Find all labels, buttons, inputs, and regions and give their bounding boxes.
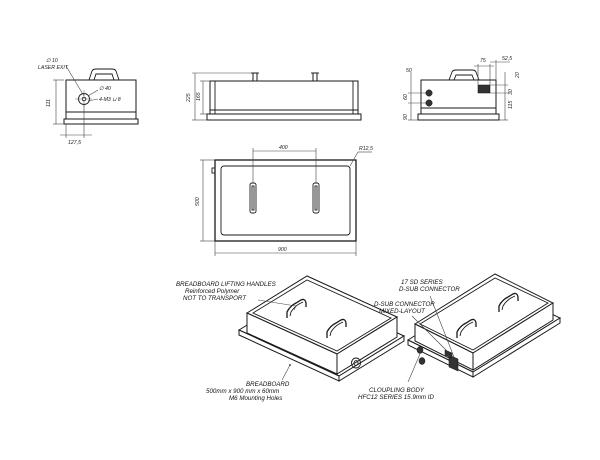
dim-52-5: 52,5 [502,56,512,62]
front-view-base [63,118,139,125]
front-view: ∅ 10 LASER EXIT ∅ 40 4-M3 ⊔ 8 111 127,5 [38,58,139,146]
top-view-cover [220,165,351,236]
top-view: 400 R12,5 500 900 [195,145,373,256]
coupling-port-lower [425,99,433,107]
top-handle-right [312,182,320,214]
top-laser-exit [211,167,216,174]
callout-coupling-body: CLOUPLING BODY HFC12 SERIES 15.9mm ID [358,387,435,401]
top-view-outline [214,159,357,242]
svg-text:500mm x 900 mm x 60mm: 500mm x 900 mm x 60mm [206,388,279,395]
dim-127-5: 127,5 [68,140,81,146]
dim-30: 30 [508,89,514,95]
iso-right-coupling-2 [418,357,426,365]
dim-500: 500 [195,197,201,206]
dim-400: 400 [279,145,288,151]
end-view-handle [448,69,480,81]
iso-right-coupling-1 [416,346,424,354]
iso-left-handle-2 [326,318,347,338]
iso-left-side [336,316,398,375]
dim-r12-5: R12,5 [359,146,373,152]
dim-d40: ∅ 40 [99,86,111,92]
top-handle-left [249,182,257,214]
svg-text:BREADBOARD: BREADBOARD [246,381,290,388]
end-view: 75 52,5 50 60 90 20 30 115 [403,56,521,121]
svg-text:D-SUB CONNECTOR: D-SUB CONNECTOR [374,301,435,308]
dim-115: 115 [508,101,514,109]
svg-text:M6 Mounting Holes: M6 Mounting Holes [229,395,282,402]
svg-text:BREADBOARD LIFTING HANDLES: BREADBOARD LIFTING HANDLES [176,281,277,288]
dim-m3: 4-M3 ⊔ 8 [99,97,121,103]
dim-225: 225 [186,93,192,103]
dsub-connector-end [477,84,491,94]
iso-right-handle-1 [456,318,477,338]
callout-breadboard: BREADBOARD 500mm x 900 mm x 60mm M6 Moun… [206,381,290,402]
front-view-body [65,79,137,120]
front-view-handle [88,68,120,81]
dim-111: 111 [46,99,52,107]
svg-text:HFC12 SERIES 15.9mm ID: HFC12 SERIES 15.9mm ID [358,394,435,401]
callout-lifting-handles: BREADBOARD LIFTING HANDLES Reinforced Po… [176,281,277,302]
dim-165: 165 [196,92,202,101]
coupling-port-upper [425,89,433,97]
callout-17sd-dsub: 17 SD SERIES D-SUB CONNECTOR [399,279,460,293]
iso-left-aperture [351,357,361,369]
svg-text:17 SD SERIES: 17 SD SERIES [401,279,443,286]
svg-text:Reinforced Polymer: Reinforced Polymer [185,288,240,295]
dim-60: 60 [403,94,409,100]
isometric-right [406,273,562,383]
svg-text:D-SUB CONNECTOR: D-SUB CONNECTOR [399,286,460,293]
dim-90: 90 [403,114,409,120]
side-view-body [209,80,359,115]
svg-text:NOT TO TRANSPORT: NOT TO TRANSPORT [183,295,247,302]
iso-right-base-side [472,317,561,378]
dim-20: 20 [515,72,521,79]
dim-d10: ∅ 10 [46,58,58,64]
isometric-left [237,275,406,382]
end-view-base [417,113,500,121]
dim-900: 900 [278,247,287,253]
iso-right-dsub-17 [448,354,459,372]
dim-50: 50 [406,68,412,74]
side-view-base [206,113,362,121]
laser-exit-label: LASER EXIT [38,65,69,71]
dim-75: 75 [480,58,486,64]
svg-text:CLOUPLING BODY: CLOUPLING BODY [369,387,425,394]
side-view: 225 165 [186,72,362,121]
iso-right-front [472,302,554,371]
iso-left-handle-1 [286,298,307,318]
iso-right-dsub-mixed [444,349,453,359]
iso-right-handle-2 [498,292,519,312]
svg-text:MIXED-LAYOUT: MIXED-LAYOUT [379,308,426,315]
callout-dsub-mixed: D-SUB CONNECTOR MIXED-LAYOUT [374,301,435,315]
